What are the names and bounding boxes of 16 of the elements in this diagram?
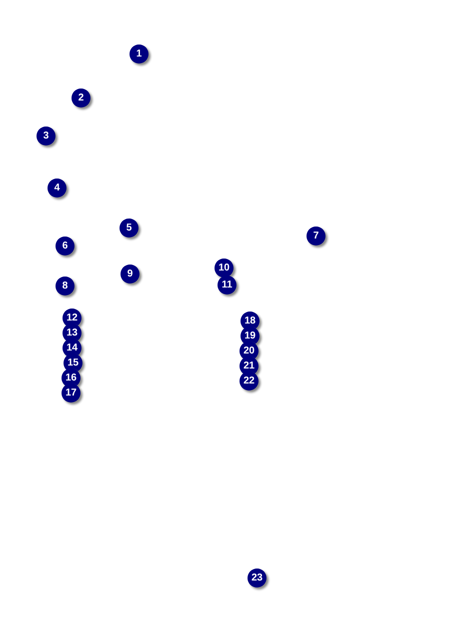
callout-number: 3 — [36, 126, 56, 146]
callout-number: 2 — [72, 88, 90, 108]
callout-number: 12 — [62, 308, 82, 328]
callout-number: 6 — [56, 236, 74, 256]
callout-number: 10 — [214, 258, 234, 278]
callout-number: 5 — [120, 218, 138, 238]
callout-number: 18 — [240, 312, 260, 330]
callout-number: 9 — [120, 264, 140, 284]
callout-number: 7 — [306, 226, 326, 246]
callout-number: 1 — [130, 44, 148, 64]
callout-number: 11 — [218, 276, 236, 294]
callout-number: 17 — [62, 384, 80, 402]
callout-number: 4 — [48, 178, 66, 198]
callout-number: 23 — [248, 568, 266, 588]
callout-number: 8 — [56, 276, 74, 296]
callout-number: 22 — [240, 372, 258, 390]
